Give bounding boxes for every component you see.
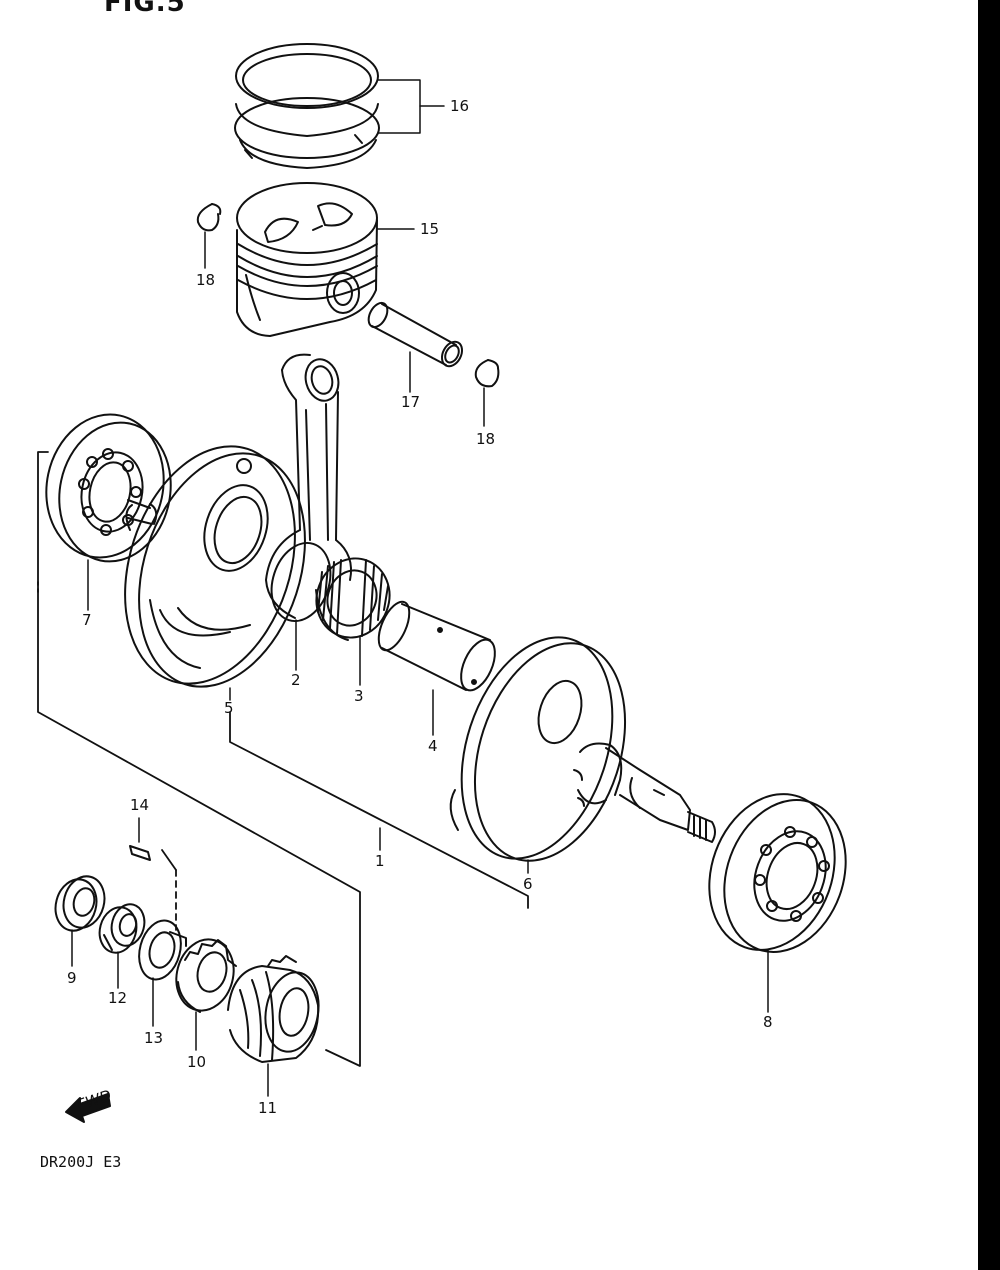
- piston-part-15: [236, 182, 378, 337]
- callout-10: 10: [187, 1053, 206, 1071]
- callout-16: 16: [450, 97, 469, 115]
- callout-14: 14: [130, 796, 149, 814]
- callout-12: 12: [108, 989, 127, 1007]
- callout-7: 7: [82, 611, 92, 629]
- crankshaft-left-part-5: [124, 445, 306, 688]
- piston-pin-clip-part-18-lower: [474, 359, 500, 388]
- callout-4: 4: [428, 737, 438, 755]
- callout-5: 5: [224, 699, 234, 717]
- crank-pin-part-4: [377, 600, 496, 692]
- callout-8: 8: [763, 1013, 773, 1031]
- callout-18-upper: 18: [196, 271, 215, 289]
- callout-18-lower: 18: [476, 430, 495, 448]
- leader-lines: [71, 79, 769, 1097]
- callout-9: 9: [67, 969, 77, 987]
- washer-part-13: [138, 919, 187, 981]
- fwd-arrow-icon: [65, 1093, 111, 1123]
- nut-part-12: [98, 903, 146, 954]
- callout-11: 11: [258, 1099, 277, 1117]
- callout-6: 6: [523, 875, 533, 893]
- helical-gear-part-11: [227, 955, 320, 1063]
- oil-seal-part-9: [54, 875, 106, 932]
- scan-edge-band: [978, 0, 1000, 1270]
- callout-3: 3: [354, 687, 364, 705]
- crankshaft-right-part-6: [449, 636, 716, 862]
- bearing-part-8: [708, 793, 847, 953]
- needle-bearing-part-3: [315, 557, 391, 641]
- callout-labels: 16 15 18 17 18 7 2 3 5 4 14 1 6 9 12 8 1…: [67, 97, 773, 1117]
- figure-title: FIG.5: [104, 0, 186, 18]
- callout-13: 13: [144, 1029, 163, 1047]
- callout-2: 2: [291, 671, 301, 689]
- model-code: DR200J E3: [40, 1153, 122, 1171]
- callout-17: 17: [401, 393, 420, 411]
- piston-rings-part-16: [234, 43, 380, 169]
- bearing-part-7: [45, 413, 172, 563]
- piston-pin-part-17: [367, 301, 464, 368]
- callout-15: 15: [420, 220, 439, 238]
- gear-part-10: [175, 938, 237, 1013]
- key-part-14: [129, 845, 151, 861]
- assembly-brackets: [37, 451, 529, 1067]
- connecting-rod-part-2: [265, 353, 352, 623]
- callout-1: 1: [375, 852, 385, 870]
- piston-pin-clip-part-18: [196, 203, 222, 232]
